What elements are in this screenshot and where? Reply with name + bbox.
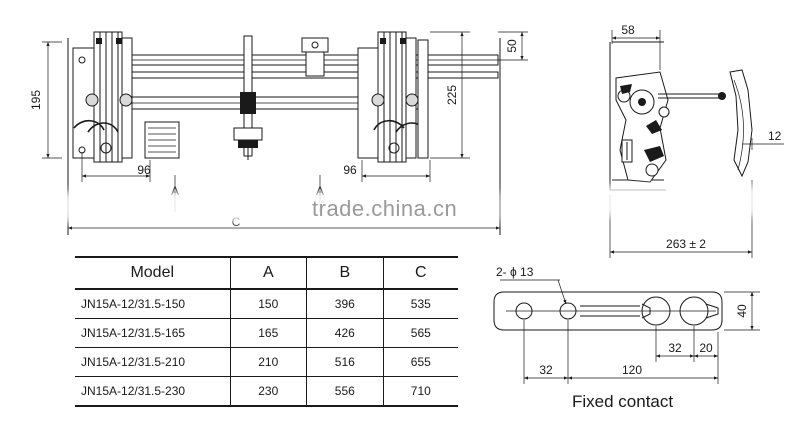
cell-c: 710 bbox=[382, 376, 458, 407]
cell-b: 426 bbox=[306, 318, 384, 348]
top-bracket bbox=[301, 37, 329, 77]
table-row: JN15A-12/31.5-230 230 556 710 bbox=[75, 376, 458, 407]
dim-40: 40 bbox=[735, 304, 749, 318]
cell-model: JN15A-12/31.5-210 bbox=[75, 347, 230, 377]
dim-225: 225 bbox=[445, 85, 459, 105]
cell-model: JN15A-12/31.5-165 bbox=[75, 318, 230, 348]
dim-label-c: C bbox=[232, 215, 241, 229]
header-a: A bbox=[229, 256, 307, 290]
fixed-contact-drawing: 2- ϕ 13 40 32 120 32 20 bbox=[493, 265, 760, 384]
side-view: 58 12 263 ± 2 bbox=[609, 23, 784, 258]
cell-a: 230 bbox=[229, 376, 307, 407]
dim-263: 263 ± 2 bbox=[666, 237, 706, 251]
cell-c: 655 bbox=[382, 347, 458, 377]
header-model: Model bbox=[75, 256, 230, 290]
dim-32-left: 32 bbox=[539, 363, 553, 377]
table-row: JN15A-12/31.5-210 210 516 655 bbox=[75, 347, 458, 377]
right-contact-assembly bbox=[371, 31, 429, 163]
watermark-blur-right bbox=[600, 186, 760, 216]
header-b: B bbox=[306, 256, 384, 290]
center-operating-rod bbox=[233, 35, 263, 160]
cell-a: 150 bbox=[229, 289, 307, 319]
front-view: 195 225 50 96 96 A A C bbox=[29, 31, 528, 235]
dim-32-inner: 32 bbox=[668, 341, 682, 355]
cell-b: 556 bbox=[306, 376, 384, 407]
cell-b: 396 bbox=[306, 289, 384, 319]
cell-c: 565 bbox=[382, 318, 458, 348]
dim-96-right: 96 bbox=[343, 163, 357, 177]
dim-label-a-2: A bbox=[316, 184, 324, 198]
watermark-blur-left bbox=[60, 192, 500, 222]
dim-12: 12 bbox=[768, 129, 782, 143]
cell-c: 535 bbox=[382, 289, 458, 319]
fixed-contact-caption: Fixed contact bbox=[572, 392, 674, 411]
dim-120: 120 bbox=[622, 363, 642, 377]
cell-a: 210 bbox=[229, 347, 307, 377]
cell-model: JN15A-12/31.5-230 bbox=[75, 376, 230, 407]
dim-58: 58 bbox=[621, 23, 635, 37]
cell-a: 165 bbox=[229, 318, 307, 348]
dim-hole-spec: 2- ϕ 13 bbox=[496, 265, 534, 279]
cell-model: JN15A-12/31.5-150 bbox=[75, 289, 230, 319]
dim-50: 50 bbox=[505, 39, 519, 53]
watermark-text: trade.china.cn bbox=[312, 196, 458, 221]
auxiliary-switch bbox=[144, 121, 180, 159]
dim-label-a-1: A bbox=[171, 184, 179, 198]
header-c: C bbox=[382, 256, 458, 290]
spec-table: Model A B C JN15A-12/31.5-150 150 396 53… bbox=[75, 256, 458, 407]
dim-20: 20 bbox=[699, 341, 713, 355]
spec-table-header-row: Model A B C bbox=[75, 256, 458, 290]
dim-195: 195 bbox=[29, 90, 43, 110]
table-row: JN15A-12/31.5-150 150 396 535 bbox=[75, 289, 458, 319]
left-contact-assembly bbox=[73, 31, 133, 163]
cell-b: 516 bbox=[306, 347, 384, 377]
table-row: JN15A-12/31.5-165 165 426 565 bbox=[75, 318, 458, 348]
dim-96-left: 96 bbox=[137, 163, 151, 177]
